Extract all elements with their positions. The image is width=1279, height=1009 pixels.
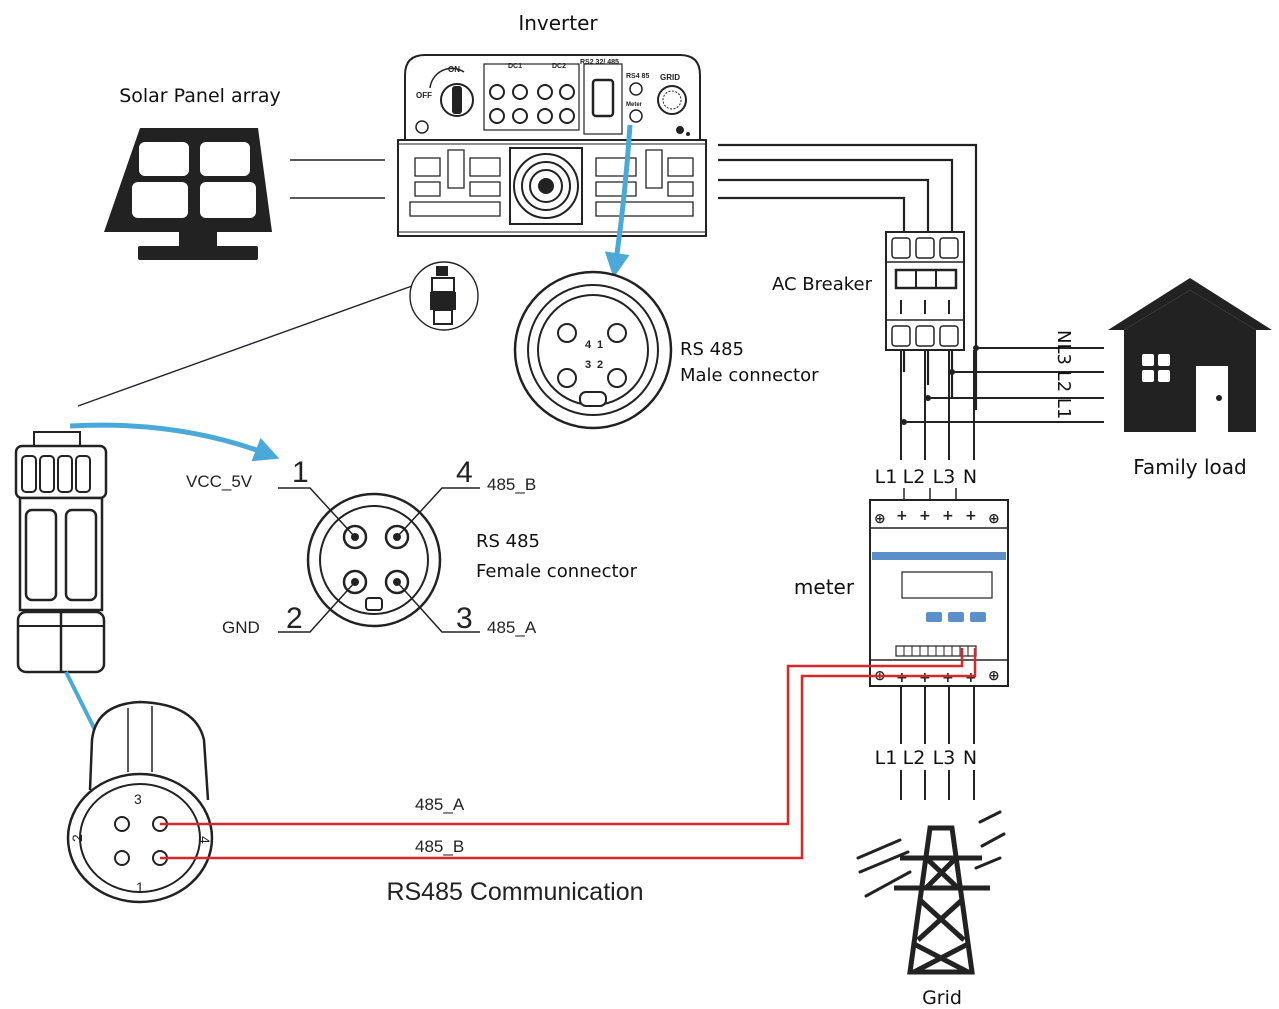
- male-pin-1: 1: [597, 339, 603, 351]
- plug-pin-1: 1: [136, 879, 144, 895]
- 485a-pin-label: 485_A: [487, 618, 537, 637]
- meter-top-l1: L1: [875, 466, 898, 488]
- inverter-label: Inverter: [518, 11, 598, 35]
- svg-text:⊕: ⊕: [874, 511, 886, 527]
- meter-bottom-l1: L1: [875, 747, 898, 769]
- wire-485a: [160, 648, 964, 826]
- female-pin-2: 2: [286, 602, 303, 635]
- female-label-line2: Female connector: [476, 561, 638, 582]
- meter-port-label: Meter: [626, 102, 643, 108]
- plug-face: 3 1 2 4: [66, 700, 214, 904]
- plug-face-icon: [66, 772, 214, 904]
- meter-bottom-n: N: [963, 747, 977, 769]
- solar-panel-label: Solar Panel array: [119, 85, 281, 107]
- family-load: Family load: [1108, 278, 1272, 479]
- rs485-port-icon: [629, 82, 643, 96]
- house-icon: [1108, 278, 1272, 330]
- meter-bottom-phase-labels: L1 L2 L3 N: [872, 744, 984, 770]
- wire-485a-label: 485_A: [415, 795, 465, 814]
- inverter-unit: Inverter ON OFF DC1 DC2 RS2 32/ 485 RS4 …: [397, 11, 707, 237]
- svg-text:⊕: ⊕: [988, 511, 1000, 527]
- male-pin-2: 2: [597, 359, 603, 371]
- svg-text:+: +: [919, 508, 931, 524]
- ac-breaker-label: AC Breaker: [772, 274, 873, 295]
- rs485-male-connector: 4 1 3 2 RS 485 Male connector: [513, 124, 819, 430]
- svg-text:+: +: [896, 670, 908, 686]
- female-label-line1: RS 485: [476, 531, 540, 552]
- family-load-label: Family load: [1133, 455, 1246, 479]
- rs485-port-label: RS4 85: [626, 73, 649, 80]
- meter-top-l2: L2: [903, 466, 926, 488]
- cable-connector-detail: [77, 261, 479, 407]
- plug-pin-3: 3: [134, 791, 142, 807]
- wire-485b: [160, 648, 977, 860]
- rs485-signal-wires: [160, 648, 977, 860]
- svg-text:+: +: [965, 508, 977, 524]
- dc1-label: DC1: [508, 63, 522, 70]
- female-pin-1: 1: [292, 456, 309, 489]
- rs485-cable-plug: [14, 422, 280, 768]
- female-arrow: [69, 422, 280, 462]
- grid-port-icon: [657, 85, 687, 115]
- plug-pin-2: 2: [69, 834, 85, 842]
- solar-panel: Solar Panel array: [104, 85, 385, 260]
- plug-icon: [14, 444, 108, 500]
- switch-off-label: OFF: [416, 91, 432, 100]
- male-label-line2: Male connector: [680, 365, 819, 386]
- svg-text:+: +: [942, 508, 954, 524]
- rs485-female-connector: 1 4 2 3 VCC_5V 485_B GND 485_A RS 485 Fe…: [186, 456, 638, 637]
- svg-text:+: +: [965, 670, 977, 686]
- 485b-pin-label: 485_B: [487, 475, 536, 494]
- svg-text:+: +: [919, 670, 931, 686]
- vcc-label: VCC_5V: [186, 472, 253, 491]
- fan-icon: [513, 153, 579, 219]
- meter-bottom-l3: L3: [933, 747, 956, 769]
- male-label-line1: RS 485: [680, 339, 744, 360]
- ac-breaker: AC Breaker: [772, 231, 965, 351]
- house-phase-label: NL3 L2 L1: [1053, 330, 1074, 419]
- svg-text:⊕: ⊕: [988, 668, 1000, 684]
- svg-text:+: +: [942, 670, 954, 686]
- rs485-communication-label: RS485 Communication: [386, 878, 643, 906]
- rs232-label: RS2 32/ 485: [580, 59, 619, 66]
- wire-485b-label: 485_B: [415, 837, 464, 856]
- female-pin-3: 3: [456, 602, 473, 635]
- house-feed-wires: [904, 347, 1104, 423]
- energy-meter: L1 L2 L3 N meter ⊕++++⊕ ⊕++++⊕ L1: [794, 466, 1009, 800]
- meter-top-phase-labels: L1 L2 L3 N: [875, 466, 977, 488]
- grid-label: Grid: [922, 987, 962, 1009]
- svg-text:+: +: [896, 508, 908, 524]
- male-pin-3: 3: [585, 359, 591, 371]
- female-pin-4: 4: [456, 456, 473, 489]
- gnd-label: GND: [222, 618, 260, 637]
- meter-label: meter: [794, 575, 855, 599]
- switch-on-label: ON: [448, 65, 460, 74]
- male-arrow: [604, 124, 633, 278]
- tower-icon: [894, 825, 990, 975]
- breaker-to-meter-wires: [900, 350, 975, 460]
- dc2-label: DC2: [552, 63, 566, 70]
- male-pin-4: 4: [585, 339, 592, 351]
- plug-pin-4: 4: [197, 836, 213, 844]
- grid-port-label: GRID: [660, 73, 680, 82]
- meter-top-n: N: [963, 466, 977, 488]
- meter-bottom-l2: L2: [903, 747, 926, 769]
- grid-tower: Grid: [856, 810, 1006, 1009]
- meter-top-l3: L3: [933, 466, 956, 488]
